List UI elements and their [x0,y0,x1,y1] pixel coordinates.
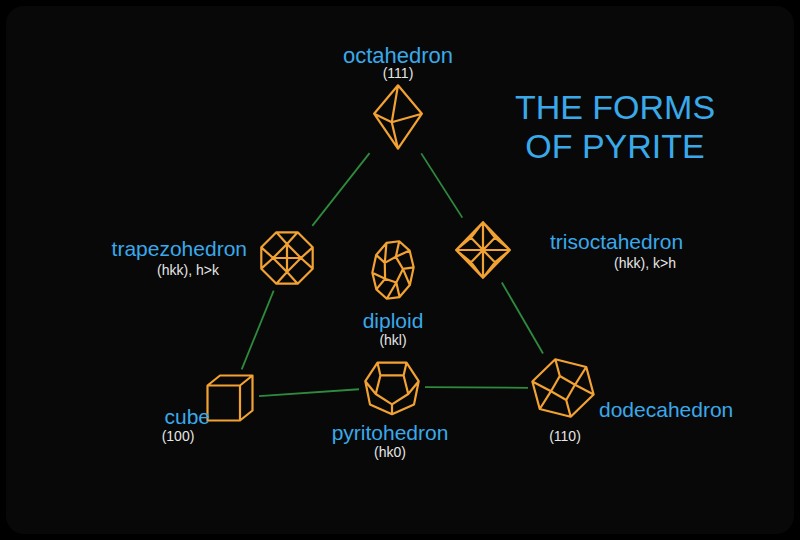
wireframe-edges [208,376,253,421]
wireframe-edges [261,232,312,283]
form-link [312,153,369,226]
form-name: dodecahedron [599,398,733,422]
miller-index: (100) [162,428,195,444]
crystal-wireframe [372,84,424,150]
crystal-form: octahedron(111) [372,84,424,150]
crystal-form: dodecahedron(110) [532,357,594,419]
form-name: trapezohedron [112,237,247,261]
wireframe-edges [456,222,510,278]
miller-index: (hkk), k>h [614,255,676,271]
crystal-form: cube(100) [205,373,255,423]
form-name: octahedron [343,43,453,68]
wireframe-edges [528,352,597,424]
form-link [425,386,528,388]
crystal-form: trapezohedron(hkk), h>k [258,229,316,287]
form-name: cube [164,405,210,429]
crystal-wireframe [258,229,316,287]
crystal-wireframe [363,358,421,416]
crystal-wireframe [455,221,511,279]
form-name: trisoctahedron [550,230,683,254]
miller-index: (110) [549,428,581,444]
form-link [502,282,543,353]
wireframe-edges [368,235,418,305]
wireframe-edges [374,85,422,148]
crystal-wireframe [205,373,255,423]
miller-index: (hkk), h>k [157,262,219,278]
form-link [421,153,462,217]
slide-title: THE FORMS OF PYRITE [495,88,735,166]
form-name: diploid [363,309,424,333]
crystal-wireframe [368,239,418,301]
wireframe-edges [365,363,418,415]
crystal-form: diploid(hkl) [368,239,418,301]
crystal-wireframe [532,357,594,419]
form-link [259,389,359,396]
form-name: pyritohedron [332,421,449,445]
crystal-form: pyritohedron(hk0) [363,358,421,416]
crystal-form: trisoctahedron(hkk), k>h [455,221,511,279]
miller-index: (hkl) [379,332,406,348]
form-link [242,291,274,370]
miller-index: (111) [383,65,414,81]
miller-index: (hk0) [374,444,406,460]
